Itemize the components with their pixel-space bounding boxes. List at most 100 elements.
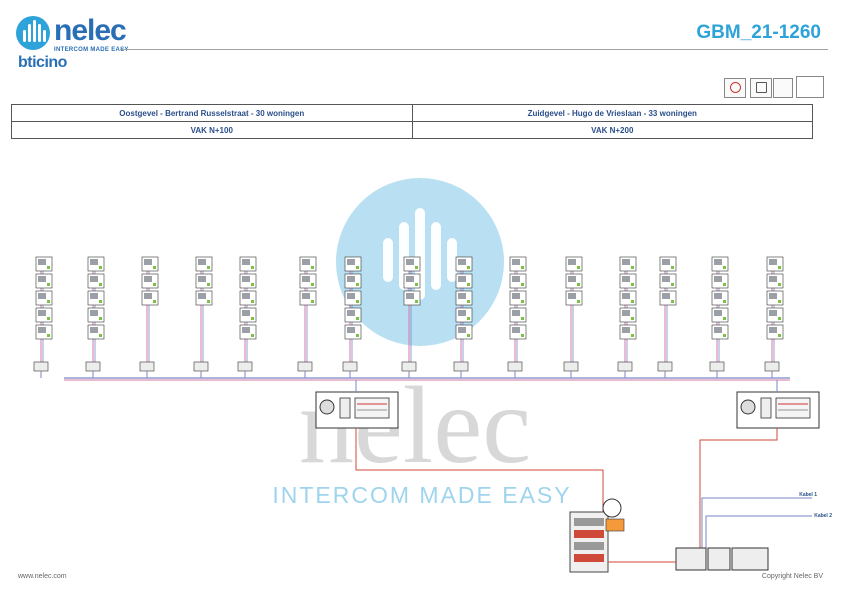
power-supply-1 (675, 547, 707, 571)
station-screen (242, 327, 250, 333)
station-screen (302, 276, 310, 282)
status-led (47, 334, 50, 337)
legend-sheet (796, 76, 824, 98)
cable-1-label: Kabel 1 (799, 492, 817, 498)
distributor-box (237, 361, 253, 372)
status-led (723, 300, 726, 303)
station-screen (769, 310, 777, 316)
distributor-box (563, 361, 579, 372)
status-led (577, 266, 580, 269)
status-led (251, 334, 254, 337)
station-screen (714, 276, 722, 282)
station-screen (198, 293, 206, 299)
station-screen (769, 276, 777, 282)
station-screen (90, 310, 98, 316)
status-led (251, 283, 254, 286)
station-screen (458, 259, 466, 265)
status-led (99, 300, 102, 303)
status-led (47, 283, 50, 286)
distributor-box (709, 361, 725, 372)
station-screen (662, 259, 670, 265)
station-screen (662, 276, 670, 282)
status-led (671, 266, 674, 269)
watermark-bar (431, 222, 441, 290)
status-led (99, 266, 102, 269)
station-screen (622, 327, 630, 333)
footer-website: www.nelec.com (18, 573, 67, 580)
station-screen (144, 259, 152, 265)
status-led (671, 283, 674, 286)
distributor-box (33, 361, 49, 372)
station-screen (714, 327, 722, 333)
status-led (467, 317, 470, 320)
switch-module (731, 547, 769, 571)
riser-stack (401, 256, 421, 378)
station-screen (38, 310, 46, 316)
station-screen (714, 259, 722, 265)
status-led (207, 300, 210, 303)
status-led (311, 283, 314, 286)
watermark-bar (383, 238, 393, 282)
no-entry-icon (724, 78, 746, 98)
station-screen (769, 327, 777, 333)
status-led (311, 300, 314, 303)
status-led (521, 334, 524, 337)
feed-left (355, 428, 604, 512)
station-screen (458, 293, 466, 299)
status-led (153, 300, 156, 303)
station-screen (347, 293, 355, 299)
station-screen (512, 310, 520, 316)
riser-stack (193, 256, 213, 378)
status-led (207, 266, 210, 269)
status-led (207, 283, 210, 286)
station-screen (38, 293, 46, 299)
riser-stack (507, 256, 527, 378)
watermark-bar (447, 238, 457, 282)
station-screen (406, 293, 414, 299)
station-screen (90, 293, 98, 299)
nelec-logo-icon (16, 16, 50, 50)
status-led (521, 300, 524, 303)
status-led (778, 334, 781, 337)
station-screen (406, 259, 414, 265)
station-screen (568, 293, 576, 299)
cable-2-line (705, 515, 812, 548)
cable-1-line (701, 497, 812, 548)
status-led (671, 300, 674, 303)
station-screen (662, 293, 670, 299)
station-screen (90, 276, 98, 282)
station-screen (347, 327, 355, 333)
status-led (415, 300, 418, 303)
riser-stack (139, 256, 159, 378)
station-screen (769, 293, 777, 299)
controller-panel (354, 397, 390, 419)
riser-stack (453, 256, 473, 378)
status-led (356, 266, 359, 269)
station-screen (714, 293, 722, 299)
status-led (467, 334, 470, 337)
status-led (99, 283, 102, 286)
status-led (521, 317, 524, 320)
status-led (521, 266, 524, 269)
distributor-box (297, 361, 313, 372)
station-screen (347, 276, 355, 282)
station-screen (347, 259, 355, 265)
status-led (47, 317, 50, 320)
camera-icon (602, 498, 622, 518)
controller-panel (775, 397, 811, 419)
status-led (631, 334, 634, 337)
station-screen (302, 293, 310, 299)
status-led (415, 266, 418, 269)
riser-stack (764, 256, 784, 378)
riser-stack (657, 256, 677, 378)
status-led (631, 266, 634, 269)
riser-stack (237, 256, 257, 378)
controller-module (760, 397, 772, 419)
riser-stack (297, 256, 317, 378)
status-led (631, 300, 634, 303)
riser-stack (617, 256, 637, 378)
distributor-box (401, 361, 417, 372)
status-led (311, 266, 314, 269)
station-screen (568, 259, 576, 265)
status-led (778, 300, 781, 303)
